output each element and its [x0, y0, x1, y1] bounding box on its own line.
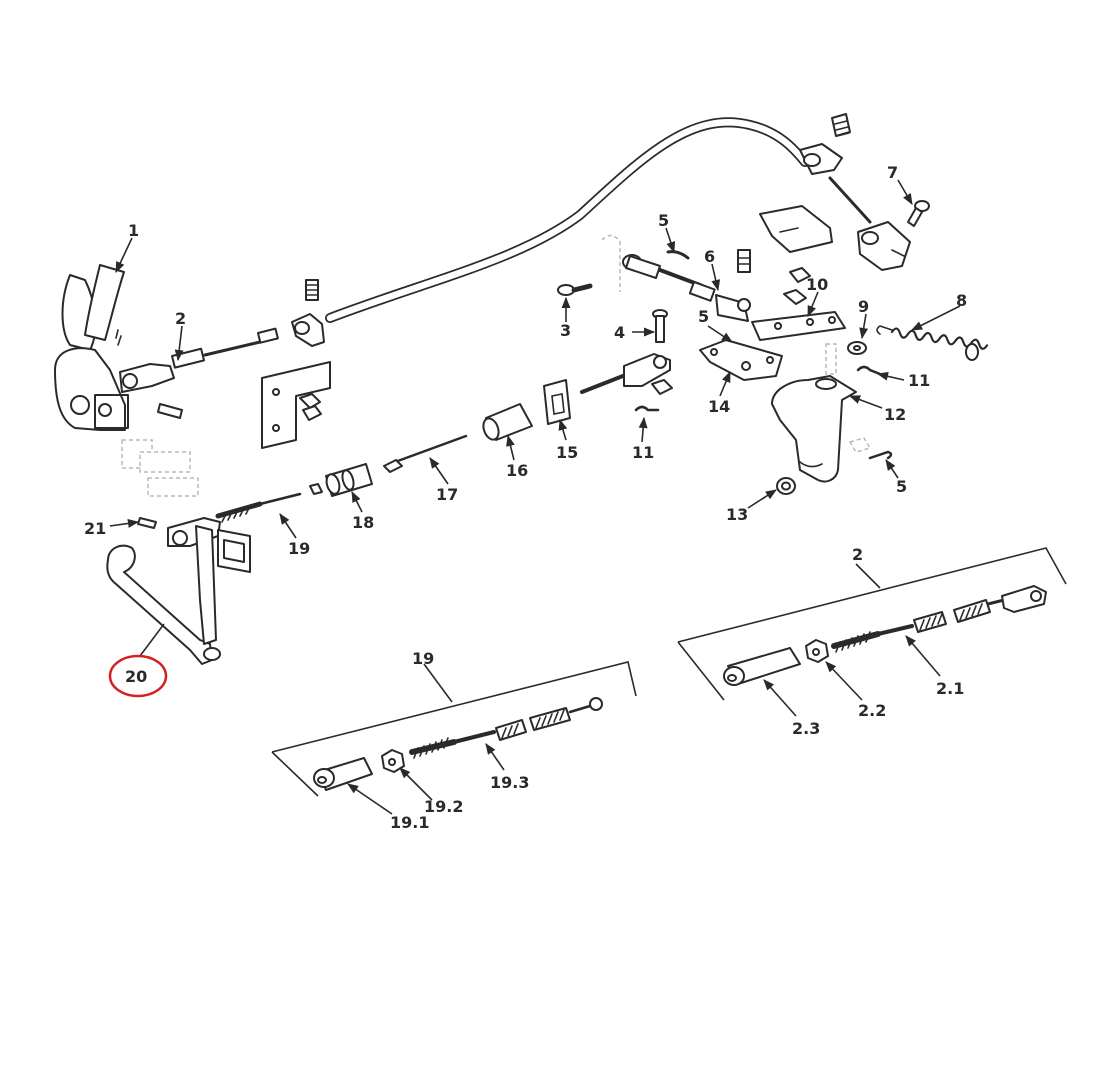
- label-6: 6: [704, 247, 715, 266]
- label-19-1: 19.1: [390, 813, 429, 832]
- label-5-b: 5: [698, 307, 709, 326]
- top-plate-bracket: [759, 205, 833, 253]
- ghost-mounting-parts: [121, 439, 199, 497]
- clevis-pin-4: [652, 309, 668, 343]
- cotter-pin-11b: [634, 405, 660, 412]
- inset-panel-2: [677, 547, 1067, 701]
- coupling-18: [309, 463, 373, 497]
- washer-9: [847, 341, 867, 355]
- label-20: 20: [125, 667, 147, 686]
- inset-panel-19: [271, 661, 637, 797]
- rod-clevis-middle: [580, 353, 673, 395]
- label-21: 21: [84, 519, 106, 538]
- label-2-1: 2.1: [936, 679, 964, 698]
- lever-plate-10: [751, 311, 846, 341]
- label-9: 9: [858, 297, 869, 316]
- sleeve-16: [482, 403, 533, 441]
- label-19-2: 19.2: [424, 797, 463, 816]
- adjusting-rod-6: [622, 254, 751, 322]
- label-19-3: 19.3: [490, 773, 529, 792]
- leader-lines: [109, 179, 961, 815]
- label-13: 13: [726, 505, 748, 524]
- label-2-3: 2.3: [792, 719, 820, 738]
- pedal-bracket-12: [771, 375, 857, 483]
- cable-yoke: [857, 221, 911, 271]
- highlight-circle: [108, 654, 168, 698]
- pin-21: [137, 517, 157, 529]
- bolt-10: [737, 249, 811, 305]
- cable-clamp-top: [799, 113, 851, 175]
- label-15: 15: [556, 443, 578, 462]
- label-5-c: 5: [896, 477, 907, 496]
- label-16: 16: [506, 461, 528, 480]
- label-12: 12: [884, 405, 906, 424]
- cotter-pin-11a: [856, 365, 882, 376]
- bushing-13: [776, 477, 796, 495]
- boot-15: [543, 379, 571, 425]
- label-10: 10: [806, 275, 828, 294]
- clevis-pin-3: [557, 283, 593, 296]
- hand-brake-lever: [54, 264, 129, 431]
- label-14: 14: [708, 397, 730, 416]
- label-1: 1: [128, 221, 139, 240]
- adjuster-rod-upper: [119, 327, 279, 419]
- cable-clamp-left: [291, 279, 325, 347]
- label-19-inset: 19: [412, 649, 434, 668]
- label-2-inset: 2: [852, 545, 863, 564]
- label-2: 2: [175, 309, 186, 328]
- label-17: 17: [436, 485, 458, 504]
- brake-pedal-20: [106, 525, 251, 665]
- label-18: 18: [352, 513, 374, 532]
- cotter-pin-5c: [868, 450, 893, 460]
- cotter-pin-5a: [666, 250, 690, 260]
- label-7: 7: [887, 163, 898, 182]
- label-11-b: 11: [632, 443, 654, 462]
- label-19: 19: [288, 539, 310, 558]
- label-8: 8: [956, 291, 967, 310]
- lever-plate-14: [699, 339, 783, 381]
- label-2-2: 2.2: [858, 701, 886, 720]
- label-5-a: 5: [658, 211, 669, 230]
- mounting-bracket: [261, 361, 331, 449]
- label-3: 3: [560, 321, 571, 340]
- label-11-a: 11: [908, 371, 930, 390]
- cable-17: [383, 434, 468, 473]
- return-spring: [876, 325, 989, 361]
- clevis-pin-7: [907, 200, 930, 227]
- label-4: 4: [614, 323, 625, 342]
